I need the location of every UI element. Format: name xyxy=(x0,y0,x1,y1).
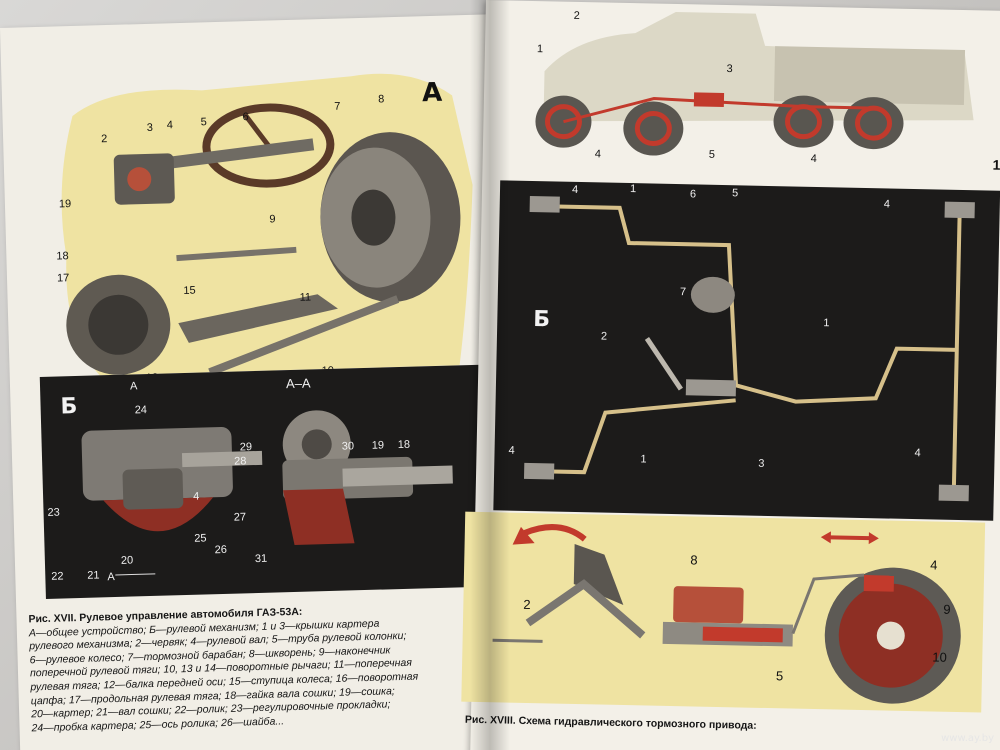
callout-label: 4 xyxy=(914,447,921,460)
callout-label: 8 xyxy=(377,93,385,106)
callout-label: 22 xyxy=(51,570,64,583)
figure-panel-hydraulic: Б 4 1 6 5 4 7 2 1 3 1 4 4 xyxy=(493,180,1000,521)
callout-label: 20 xyxy=(120,554,134,567)
callout-label: 18 xyxy=(56,250,69,263)
callout-label: 2 xyxy=(573,9,580,22)
callout-label: 9 xyxy=(943,601,951,617)
callout-label: 29 xyxy=(239,441,253,454)
callout-label: 3 xyxy=(726,63,733,76)
callout-label: 19 xyxy=(371,439,385,452)
figure-caption: Рис. XVIII. Схема гидравлического тормоз… xyxy=(465,714,965,738)
callout-label: 4 xyxy=(166,119,174,132)
callout-label: 4 xyxy=(883,198,891,211)
callout-label: 4 xyxy=(594,148,602,161)
callout-label: 11 xyxy=(299,291,312,304)
callout-label: 23 xyxy=(47,506,60,519)
callout-label: 27 xyxy=(233,511,247,524)
callout-label: 19 xyxy=(58,198,72,211)
callout-label: 4 xyxy=(810,152,817,165)
section-arrow-label: А xyxy=(107,571,115,584)
callout-label: 5 xyxy=(200,116,208,129)
callout-label: 18 xyxy=(397,438,411,452)
callout-label: 4 xyxy=(571,183,579,196)
truck-panel: 1 2 3 4 4 5 xyxy=(503,0,996,170)
callout-label: 17 xyxy=(56,272,70,285)
callout-label: 1 xyxy=(640,453,647,466)
callout-label: 10 xyxy=(932,649,947,665)
left-page: А 2 3 4 5 6 7 8 9 10 11 12 13 14 15 16 1… xyxy=(0,14,513,750)
steering-mechanism-illustration xyxy=(81,410,453,576)
section-title: А–А xyxy=(285,375,311,392)
callout-label: 4 xyxy=(930,557,938,573)
callout-label: 2 xyxy=(523,596,531,613)
callout-label: 7 xyxy=(334,100,341,113)
callout-label: 3 xyxy=(146,121,154,134)
callout-label: 2 xyxy=(100,133,108,146)
callout-label: 15 xyxy=(183,284,196,297)
callout-label: 1 xyxy=(629,183,637,196)
panel-b-letter: Б xyxy=(60,393,78,420)
callout-label: 5 xyxy=(731,187,739,200)
hydraulic-lines-illustration xyxy=(523,195,975,502)
callout-label: 5 xyxy=(708,148,716,161)
panel-b-letter: Б xyxy=(533,307,551,333)
callout-label: 24 xyxy=(134,404,148,417)
callout-label: 9 xyxy=(269,213,276,226)
callout-label: 6 xyxy=(689,188,697,201)
section-arrow-label: А xyxy=(129,380,138,393)
callout-label: 2 xyxy=(600,330,608,343)
callout-label: 25 xyxy=(194,532,207,545)
book-gutter-shadow xyxy=(470,0,510,750)
watermark: www.ay.by xyxy=(941,733,994,744)
callout-label: 8 xyxy=(690,552,698,568)
pedal-cylinder-drum-illustration xyxy=(492,524,961,704)
figure-panel-b: Б А А–А А 24 4 29 28 30 19 18 23 27 25 2… xyxy=(39,364,501,599)
callout-label: 3 xyxy=(758,457,765,470)
figure-caption: Рис. XVII. Рулевое управление автомобиля… xyxy=(28,601,491,736)
callout-label: 1 xyxy=(536,43,544,56)
figure-panel-a: А 2 3 4 5 6 7 8 9 10 11 12 13 14 15 16 1… xyxy=(51,65,479,377)
truck-brake-layout-illustration xyxy=(535,11,974,156)
callout-label: 7 xyxy=(679,286,687,299)
callout-label: 30 xyxy=(341,440,355,453)
callout-label: 31 xyxy=(254,552,268,566)
callout-label: 21 xyxy=(87,569,100,582)
page-edge-number: 13 xyxy=(992,156,1000,173)
callout-label: 5 xyxy=(775,668,784,684)
figure-panel-pedal: 2 8 4 9 10 5 xyxy=(461,511,986,713)
right-page: 1 2 3 4 4 5 Б 4 1 6 xyxy=(461,0,1000,750)
steering-overview-illustration xyxy=(61,73,473,377)
callout-label: 1 xyxy=(823,317,830,330)
callout-label: 28 xyxy=(234,455,247,468)
callout-label: 4 xyxy=(192,490,200,503)
callout-label: 6 xyxy=(242,111,249,124)
panel-a-letter: А xyxy=(421,77,443,109)
callout-label: 26 xyxy=(214,543,228,557)
